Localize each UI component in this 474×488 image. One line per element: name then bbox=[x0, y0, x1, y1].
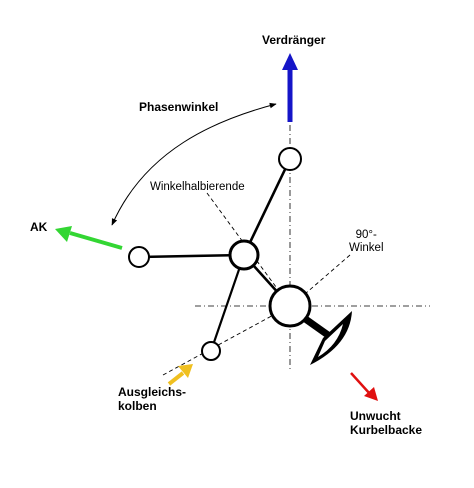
lower-pin bbox=[201, 341, 221, 361]
unwucht-arrow bbox=[350, 372, 378, 401]
upper-pin bbox=[278, 147, 302, 171]
winkelhalbierende-label: Winkelhalbierende bbox=[150, 181, 245, 193]
ausgleich-line1: Ausgleichs- bbox=[118, 385, 187, 399]
unwucht-line2: Kurbelbacke bbox=[350, 422, 423, 437]
rod-to-lower-pin bbox=[209, 254, 246, 352]
center-pin bbox=[228, 239, 260, 271]
phase-angle-arc bbox=[111, 102, 277, 226]
ak-label: AK bbox=[30, 220, 48, 234]
rod-to-left-pin bbox=[138, 253, 245, 259]
ausgleichskolben-label: Ausgleichs- kolben bbox=[118, 385, 187, 414]
ausgleich-line2: kolben bbox=[118, 398, 157, 413]
counterweight-inner bbox=[318, 324, 343, 357]
crank-center bbox=[268, 284, 312, 328]
unwucht-label: Unwucht Kurbelbacke bbox=[350, 409, 423, 438]
verdraenger-label: Verdränger bbox=[262, 33, 326, 47]
phasenwinkel-label: Phasenwinkel bbox=[139, 100, 219, 114]
compensation-dashed-line bbox=[162, 305, 291, 376]
rod-to-upper-pin bbox=[242, 158, 292, 256]
ak-arrow bbox=[55, 226, 123, 250]
ninety-degree-line2: Winkel bbox=[349, 242, 384, 255]
ninety-degree-line1: 90°- bbox=[355, 229, 377, 241]
left-pin bbox=[128, 246, 150, 268]
ninety-degree-label: 90°- Winkel bbox=[349, 229, 384, 255]
verdraenger-arrow bbox=[282, 53, 298, 122]
ausgleich-arrow bbox=[167, 364, 193, 386]
unwucht-line1: Unwucht bbox=[350, 409, 401, 423]
